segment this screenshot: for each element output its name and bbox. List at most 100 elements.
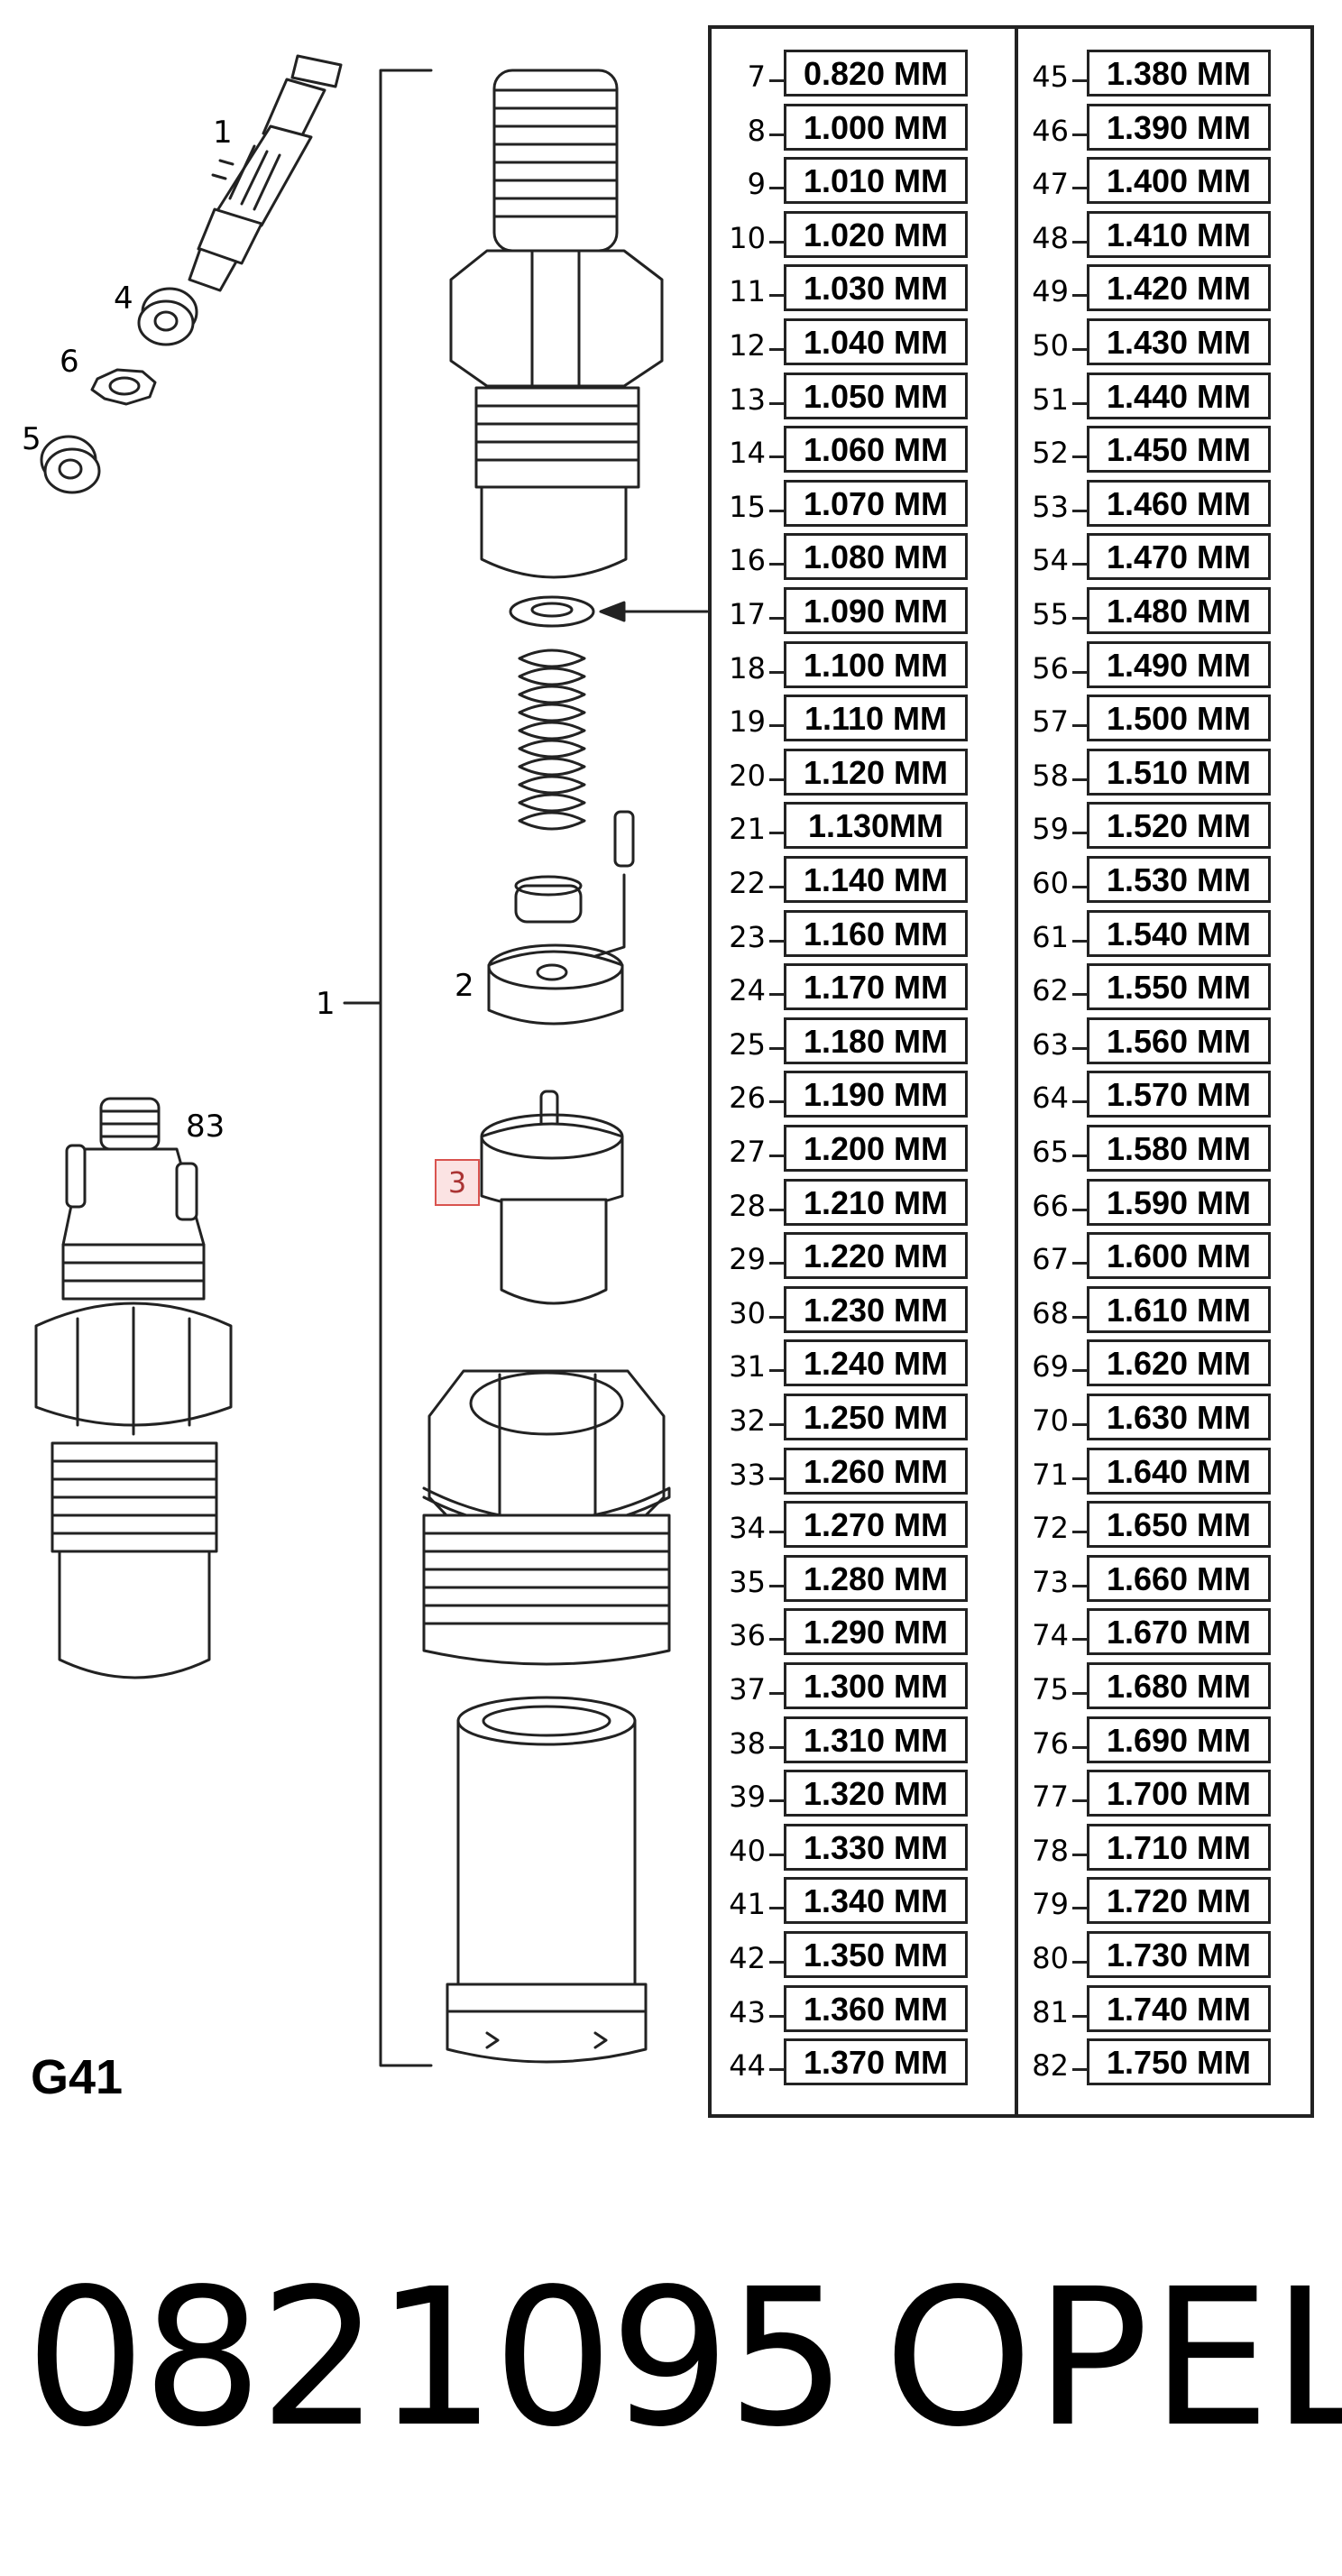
- row-size-box[interactable]: 1.030 MM: [784, 264, 968, 312]
- row-size-box[interactable]: 1.280 MM: [784, 1554, 968, 1602]
- row-size-box[interactable]: 1.320 MM: [784, 1770, 968, 1817]
- row-size-box[interactable]: 1.630 MM: [1087, 1394, 1271, 1440]
- row-ref-number: 20: [729, 758, 766, 793]
- row-size-box[interactable]: 1.230 MM: [784, 1285, 968, 1333]
- row-size-box[interactable]: 1.010 MM: [784, 157, 968, 205]
- row-size-box[interactable]: 1.550 MM: [1087, 963, 1271, 1011]
- row-ref-number: 46: [1032, 113, 1069, 148]
- row-ref-number: 13: [729, 382, 766, 417]
- row-size-box[interactable]: 1.240 MM: [784, 1339, 968, 1387]
- row-size-box[interactable]: 1.520 MM: [1087, 802, 1271, 850]
- row-size-box[interactable]: 1.580 MM: [1087, 1125, 1271, 1172]
- row-size-box[interactable]: 1.170 MM: [784, 963, 968, 1011]
- row-size-box[interactable]: 1.310 MM: [784, 1716, 968, 1763]
- row-size-box[interactable]: 1.450 MM: [1087, 426, 1271, 474]
- row-size-box[interactable]: 1.000 MM: [784, 103, 968, 151]
- row-size-box[interactable]: 1.210 MM: [784, 1178, 968, 1226]
- row-leader-line: [769, 832, 784, 835]
- row-leader-line: [1072, 1799, 1087, 1803]
- row-size-box[interactable]: 1.080 MM: [784, 533, 968, 581]
- row-size-box[interactable]: 1.120 MM: [784, 748, 968, 796]
- row-size-box[interactable]: 1.430 MM: [1087, 318, 1271, 365]
- row-size-box[interactable]: 1.340 MM: [784, 1877, 968, 1925]
- row-size-box[interactable]: 1.510 MM: [1087, 748, 1271, 796]
- row-size-box[interactable]: 1.740 MM: [1087, 1984, 1271, 2032]
- row-size-box[interactable]: 1.370 MM: [784, 2038, 968, 2086]
- row-ref-number: 21: [729, 812, 766, 847]
- row-size-box[interactable]: 1.680 MM: [1087, 1662, 1271, 1709]
- row-size-box[interactable]: 1.480 MM: [1087, 587, 1271, 634]
- row-size-box[interactable]: 1.360 MM: [784, 1984, 968, 2032]
- row-size-box[interactable]: 1.040 MM: [784, 318, 968, 365]
- row-size-box[interactable]: 1.610 MM: [1087, 1285, 1271, 1333]
- row-size-box[interactable]: 1.220 MM: [784, 1232, 968, 1280]
- row-leader-line: [769, 1799, 784, 1803]
- row-size-box[interactable]: 1.100 MM: [784, 640, 968, 688]
- row-leader-line: [1072, 1315, 1087, 1319]
- row-size-box[interactable]: 1.470 MM: [1087, 533, 1271, 581]
- row-ref-number: 69: [1032, 1349, 1069, 1385]
- row-size-box[interactable]: 1.330 MM: [784, 1823, 968, 1871]
- row-size-box[interactable]: 1.260 MM: [784, 1447, 968, 1495]
- row-size-box[interactable]: 1.700 MM: [1087, 1770, 1271, 1817]
- row-size-box[interactable]: 1.500 MM: [1087, 695, 1271, 742]
- row-size-box[interactable]: 1.600 MM: [1087, 1232, 1271, 1280]
- row-ref-number: 31: [729, 1349, 766, 1385]
- row-size-box[interactable]: 1.410 MM: [1087, 210, 1271, 258]
- row-size-box[interactable]: 1.350 MM: [784, 1931, 968, 1978]
- row-size-box[interactable]: 1.570 MM: [1087, 1071, 1271, 1118]
- row-size-box[interactable]: 1.620 MM: [1087, 1339, 1271, 1387]
- row-size-box[interactable]: 1.400 MM: [1087, 157, 1271, 205]
- row-size-box[interactable]: 1.300 MM: [784, 1662, 968, 1709]
- row-size-box[interactable]: 1.250 MM: [784, 1394, 968, 1440]
- row-ref-number: 64: [1032, 1081, 1069, 1116]
- row-size-box[interactable]: 1.270 MM: [784, 1501, 968, 1549]
- row-size-box[interactable]: 1.540 MM: [1087, 909, 1271, 957]
- part-label-3-highlighted[interactable]: 3: [435, 1159, 480, 1206]
- row-size-box[interactable]: 1.160 MM: [784, 909, 968, 957]
- row-size-box[interactable]: 1.660 MM: [1087, 1554, 1271, 1602]
- row-size-box[interactable]: 1.140 MM: [784, 856, 968, 903]
- row-leader-line: [769, 1046, 784, 1050]
- row-size-box[interactable]: 1.090 MM: [784, 587, 968, 634]
- row-size-box[interactable]: 1.020 MM: [784, 210, 968, 258]
- row-size-box[interactable]: 1.720 MM: [1087, 1877, 1271, 1925]
- row-size-box[interactable]: 1.590 MM: [1087, 1178, 1271, 1226]
- row-size-box[interactable]: 1.560 MM: [1087, 1017, 1271, 1064]
- row-size-box[interactable]: 1.390 MM: [1087, 103, 1271, 151]
- row-size-box[interactable]: 1.530 MM: [1087, 856, 1271, 903]
- row-size-box[interactable]: 1.130MM: [784, 802, 968, 850]
- row-size-box[interactable]: 1.060 MM: [784, 426, 968, 474]
- row-leader-line: [1072, 1745, 1087, 1749]
- row-size-box[interactable]: 1.640 MM: [1087, 1447, 1271, 1495]
- row-ref-number: 8: [747, 113, 766, 148]
- row-size-box[interactable]: 1.380 MM: [1087, 50, 1271, 97]
- row-size-box[interactable]: 1.070 MM: [784, 479, 968, 527]
- row-size-box[interactable]: 1.670 MM: [1087, 1608, 1271, 1656]
- row-size-box[interactable]: 1.200 MM: [784, 1125, 968, 1172]
- row-size-box[interactable]: 1.440 MM: [1087, 372, 1271, 419]
- row-size-box[interactable]: 1.690 MM: [1087, 1716, 1271, 1763]
- row-size-box[interactable]: 1.110 MM: [784, 695, 968, 742]
- diagram-code: G41: [31, 2050, 124, 2104]
- row-size-box[interactable]: 1.190 MM: [784, 1071, 968, 1118]
- row-size-box[interactable]: 1.420 MM: [1087, 264, 1271, 312]
- row-size-box[interactable]: 1.750 MM: [1087, 2038, 1271, 2086]
- row-size-box[interactable]: 1.650 MM: [1087, 1501, 1271, 1549]
- row-leader-line: [769, 1155, 784, 1157]
- row-size-box[interactable]: 1.710 MM: [1087, 1823, 1271, 1871]
- row-size-box[interactable]: 1.050 MM: [784, 372, 968, 419]
- row-size-box[interactable]: 0.820 MM: [784, 50, 968, 97]
- row-leader-line: [1072, 1531, 1087, 1534]
- row-size-box[interactable]: 1.730 MM: [1087, 1931, 1271, 1978]
- row-size-box[interactable]: 1.180 MM: [784, 1017, 968, 1064]
- row-size-box[interactable]: 1.460 MM: [1087, 479, 1271, 527]
- row-size-box[interactable]: 1.290 MM: [784, 1608, 968, 1656]
- row-ref-number: 78: [1032, 1833, 1069, 1868]
- row-size-box[interactable]: 1.490 MM: [1087, 640, 1271, 688]
